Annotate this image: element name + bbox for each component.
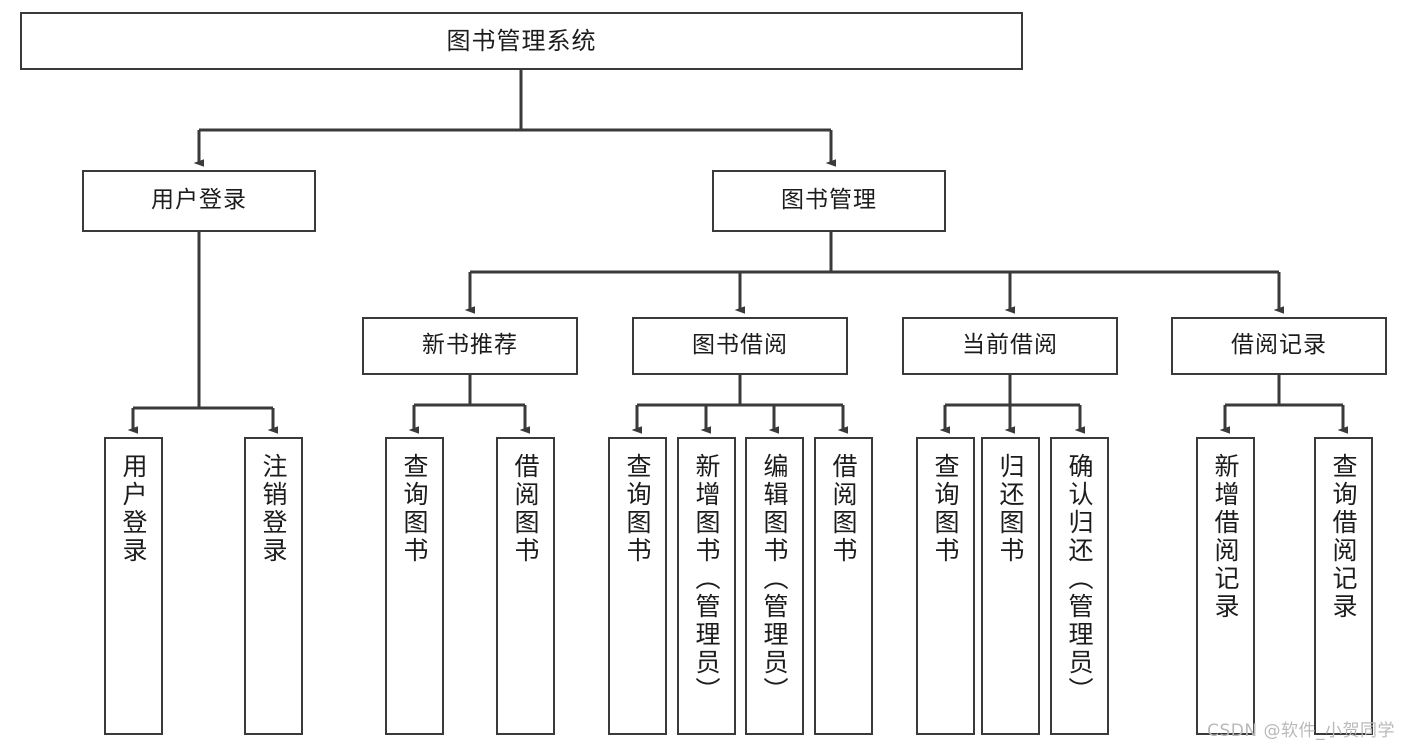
leaf-record-query-record[interactable]: 查询借阅记录 <box>1314 437 1373 735</box>
node-label: 图书管理 <box>781 187 877 214</box>
node-label: 借阅图书 <box>511 453 540 565</box>
node-book-borrow[interactable]: 图书借阅 <box>632 317 848 375</box>
node-user-login[interactable]: 用户登录 <box>82 170 316 232</box>
leaf-current-query-book[interactable]: 查询图书 <box>916 437 975 735</box>
leaf-user-login-logout[interactable]: 注销登录 <box>244 437 303 735</box>
node-label: 查询图书 <box>931 453 960 565</box>
node-label: 注销登录 <box>259 453 288 565</box>
node-new-book-recommend[interactable]: 新书推荐 <box>362 317 578 375</box>
node-label: 用户登录 <box>119 453 148 565</box>
node-book-management[interactable]: 图书管理 <box>712 170 946 232</box>
leaf-user-login-login[interactable]: 用户登录 <box>104 437 163 735</box>
node-label: 查询图书 <box>623 453 652 565</box>
node-borrow-record[interactable]: 借阅记录 <box>1171 317 1387 375</box>
node-label: 图书借阅 <box>692 332 788 359</box>
leaf-current-confirm-return-admin[interactable]: 确认归还（管理员） <box>1050 437 1109 735</box>
node-label: 查询图书 <box>400 453 429 565</box>
leaf-record-add-record[interactable]: 新增借阅记录 <box>1196 437 1255 735</box>
node-label: 归还图书 <box>996 453 1025 565</box>
node-label: 当前借阅 <box>962 332 1058 359</box>
node-label: 借阅记录 <box>1231 332 1327 359</box>
leaf-borrow-edit-book-admin[interactable]: 编辑图书（管理员） <box>745 437 804 735</box>
node-label: 编辑图书（管理员） <box>760 453 789 705</box>
leaf-current-return-book[interactable]: 归还图书 <box>981 437 1040 735</box>
leaf-borrow-borrow-book[interactable]: 借阅图书 <box>814 437 873 735</box>
node-label: 用户登录 <box>151 187 247 214</box>
node-label: 查询借阅记录 <box>1329 453 1358 621</box>
leaf-recommend-borrow-book[interactable]: 借阅图书 <box>496 437 555 735</box>
node-label: 确认归还（管理员） <box>1065 453 1094 705</box>
node-label: 图书管理系统 <box>446 26 597 55</box>
leaf-borrow-query-book[interactable]: 查询图书 <box>608 437 667 735</box>
node-label: 新增图书（管理员） <box>692 453 721 705</box>
watermark: CSDN @软件_小贺同学 <box>1207 721 1395 741</box>
node-root-system[interactable]: 图书管理系统 <box>20 12 1023 70</box>
node-label: 新增借阅记录 <box>1211 453 1240 621</box>
node-current-borrow[interactable]: 当前借阅 <box>902 317 1118 375</box>
node-label: 借阅图书 <box>829 453 858 565</box>
node-label: 新书推荐 <box>422 332 518 359</box>
leaf-borrow-add-book-admin[interactable]: 新增图书（管理员） <box>677 437 736 735</box>
leaf-recommend-query-book[interactable]: 查询图书 <box>385 437 444 735</box>
